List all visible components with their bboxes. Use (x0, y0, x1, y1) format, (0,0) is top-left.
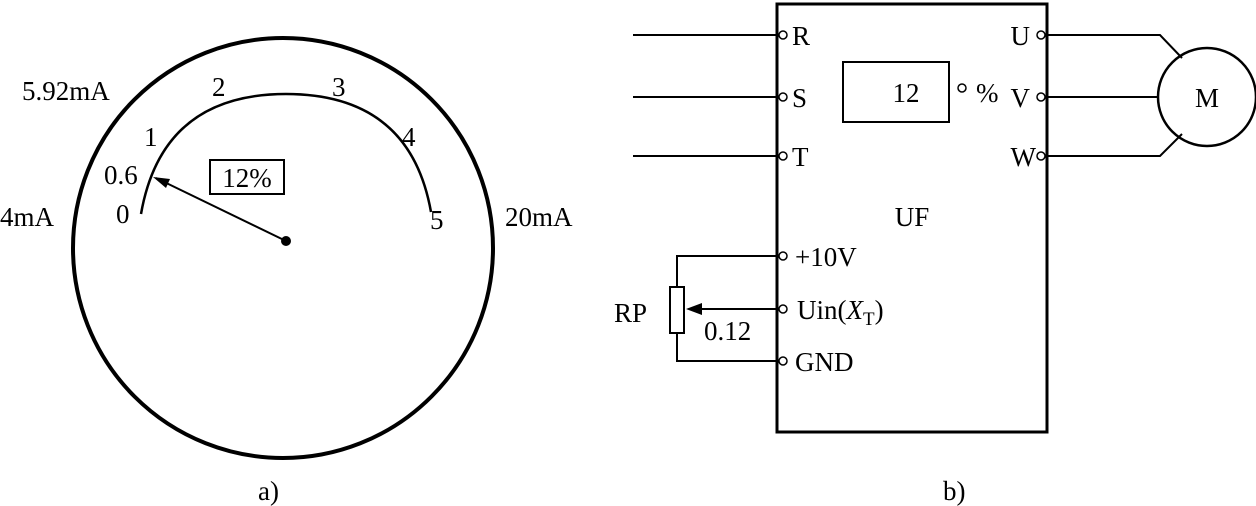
meter-dial-outline (71, 36, 495, 460)
terminal-s (778, 92, 788, 102)
terminal-label-s: S (792, 83, 807, 113)
inverter-display-unit: % (976, 78, 999, 108)
meter-current-reading: 5.92mA (22, 76, 110, 106)
terminal-label-u: U (1011, 21, 1031, 51)
terminal-label-r: R (792, 21, 810, 51)
terminal-v (1036, 92, 1046, 102)
pot-wiper-arrowhead (686, 303, 702, 315)
motor-label: M (1195, 83, 1219, 113)
terminal-input (778, 304, 788, 314)
terminal-u (1036, 30, 1046, 40)
motor-line-w (1045, 133, 1183, 157)
inverter-display (842, 61, 950, 123)
terminal-label-w: W (1011, 142, 1037, 172)
terminal-ref (778, 251, 788, 261)
terminal-r (778, 30, 788, 40)
pot-wire-bottom (676, 333, 779, 362)
terminal-w (1036, 151, 1046, 161)
motor-line-u (1045, 34, 1183, 59)
inverter-box (775, 2, 1049, 434)
meter-percent-box (209, 159, 285, 195)
inverter-diagram: R S T 12 % U V W M UF +10V Uin(XT) GND (614, 2, 1256, 506)
motor-symbol (1156, 46, 1256, 148)
meter-tick-label: 4 (402, 122, 416, 152)
meter-tick-label: 1 (144, 122, 158, 152)
meter-needle-arrowhead (153, 177, 170, 188)
terminal-label-gnd: GND (795, 347, 854, 377)
meter-diagram: 5.92mA 4mA 20mA 0 0.6 1 2 3 4 5 12% a) (0, 36, 573, 506)
caption-a: a) (258, 476, 279, 506)
terminal-label-v: V (1011, 83, 1031, 113)
potentiometer-label: RP (614, 298, 647, 328)
meter-tick-label: 5 (430, 205, 444, 235)
display-indicator-dot (957, 83, 967, 93)
meter-scale-arc (139, 92, 433, 215)
meter-needle (155, 177, 287, 242)
terminal-label-t: T (792, 142, 809, 172)
meter-current-min: 4mA (0, 202, 55, 232)
terminal-t (778, 151, 788, 161)
meter-needle-value: 0.6 (104, 160, 138, 190)
wiper-value: 0.12 (704, 316, 751, 346)
meter-needle-pivot (281, 236, 291, 246)
potentiometer-rp (669, 286, 685, 334)
terminal-label-ref: +10V (795, 242, 857, 272)
meter-tick-label: 2 (212, 72, 226, 102)
meter-percent-value: 12% (222, 163, 272, 193)
inverter-display-value: 12 (893, 78, 920, 108)
terminal-label-input: Uin(XT) (797, 295, 884, 330)
meter-tick-label: 0 (116, 199, 130, 229)
pot-wire-top (676, 255, 779, 287)
inverter-name: UF (895, 202, 930, 232)
meter-tick-label: 3 (332, 72, 346, 102)
caption-b: b) (943, 476, 966, 506)
terminal-gnd (778, 356, 788, 366)
meter-current-max: 20mA (505, 202, 573, 232)
